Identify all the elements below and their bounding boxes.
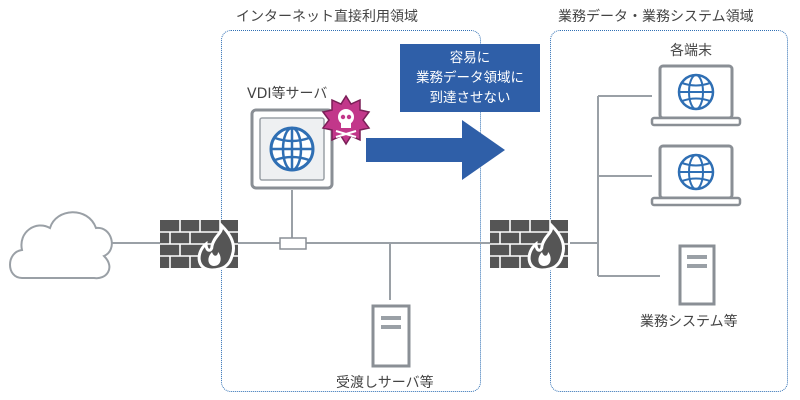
vdi-server-icon [250,108,334,190]
firewall-left-icon [160,220,238,272]
blocked-arrow [366,120,505,180]
internet-direct-zone-title: インターネット直接利用領域 [236,9,418,25]
receive-server-label: 受渡しサーバ等 [336,375,434,391]
callout-line-2: 業務データ領域に [416,70,524,86]
globe-icon [269,126,315,172]
business-system-label: 業務システム等 [640,314,738,330]
malware-skull-icon [321,94,371,146]
callout-line-3: 到達させない [429,90,511,106]
laptop-icon-2 [650,144,742,207]
junction-box [279,237,307,250]
business-zone-title: 業務データ・業務システム領域 [558,9,754,25]
internet-direct-zone [221,30,481,392]
callout-box: 容易に 業務データ領域に 到達させない [400,44,540,112]
receive-server-icon [371,304,411,368]
business-zone [550,30,788,392]
firewall-right-icon [490,220,568,272]
callout-line-1: 容易に [449,50,491,66]
cloud-icon [9,211,113,280]
laptop-icon-1 [650,64,742,127]
business-system-server-icon [678,244,716,306]
connection-lines [108,95,660,300]
terminals-label: 各端末 [670,43,712,59]
vdi-server-label: VDI等サーバ [247,86,328,102]
